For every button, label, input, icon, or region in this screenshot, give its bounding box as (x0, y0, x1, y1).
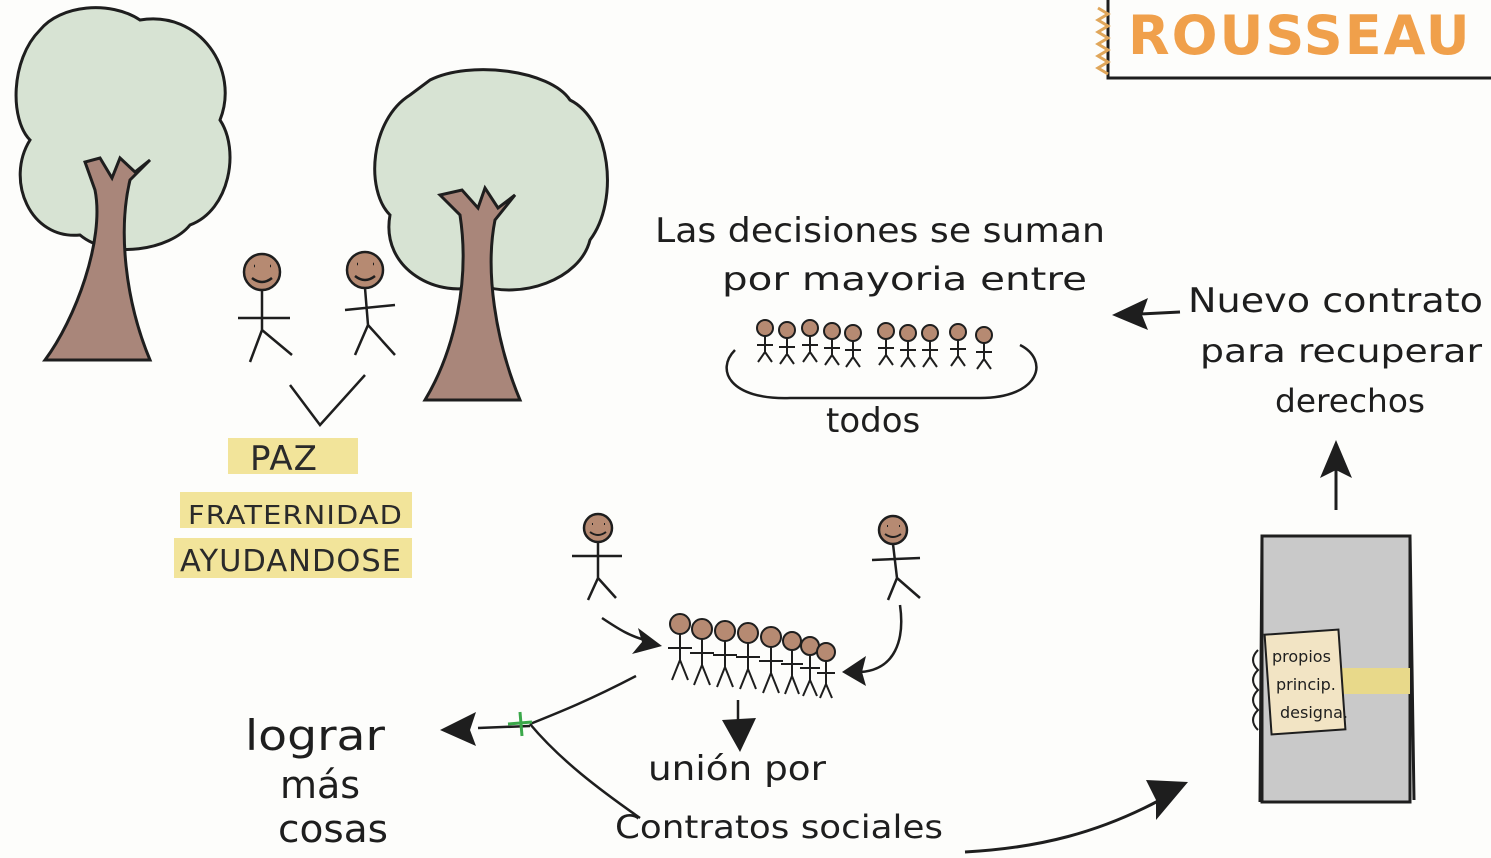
arrow-up-right (1320, 440, 1352, 510)
plus-icon (507, 711, 533, 737)
title-box: ROUSSEAU (1095, 0, 1491, 80)
note-line-1: propios (1272, 647, 1331, 666)
group-caption: todos (826, 401, 920, 441)
pointer-lines (289, 374, 366, 427)
arrow-left-top (1112, 298, 1181, 330)
decisions-line-2: por mayoria entre (722, 260, 1087, 298)
arrow-to-door (964, 780, 1188, 854)
stick-figure-bottom-left (572, 512, 622, 601)
lograr-line-1: lograr (245, 711, 386, 760)
left-labels: PAZ FRATERNIDAD AYUDANDOSE (174, 438, 412, 579)
crowd-bottom (668, 613, 836, 699)
union-line-2: Contratos sociales (615, 808, 943, 846)
arrow-into-crowd-right (842, 604, 903, 686)
new-contract-line-2: para recuperar (1200, 332, 1483, 370)
new-contract-line-1: Nuevo contrato (1188, 281, 1483, 321)
label-fraternidad: FRATERNIDAD (188, 501, 403, 531)
arrow-down-center (722, 700, 756, 752)
title: ROUSSEAU (1128, 4, 1472, 67)
stick-figure-right (344, 250, 396, 356)
note-line-2: princip. (1276, 675, 1336, 694)
tree-right (373, 68, 609, 402)
decisions-line-1: Las decisiones se suman (655, 211, 1105, 251)
note-line-3: designa. (1280, 703, 1348, 722)
crowd-top (725, 319, 1038, 400)
stick-figure-bottom-right (871, 514, 921, 601)
lograr-line-2: más (280, 763, 360, 807)
label-paz: PAZ (250, 439, 318, 479)
label-ayudandose: AYUDANDOSE (180, 544, 402, 579)
lograr-line-3: cosas (278, 807, 388, 851)
door: propios princip. designa. (1252, 534, 1416, 804)
union-line-1: unión por (648, 749, 826, 789)
arrow-into-crowd-left (601, 616, 662, 654)
tree-left (14, 6, 232, 362)
new-contract-line-3: derechos (1275, 382, 1425, 420)
stick-figure-left (238, 252, 293, 363)
arrow-to-lograr (440, 674, 641, 820)
